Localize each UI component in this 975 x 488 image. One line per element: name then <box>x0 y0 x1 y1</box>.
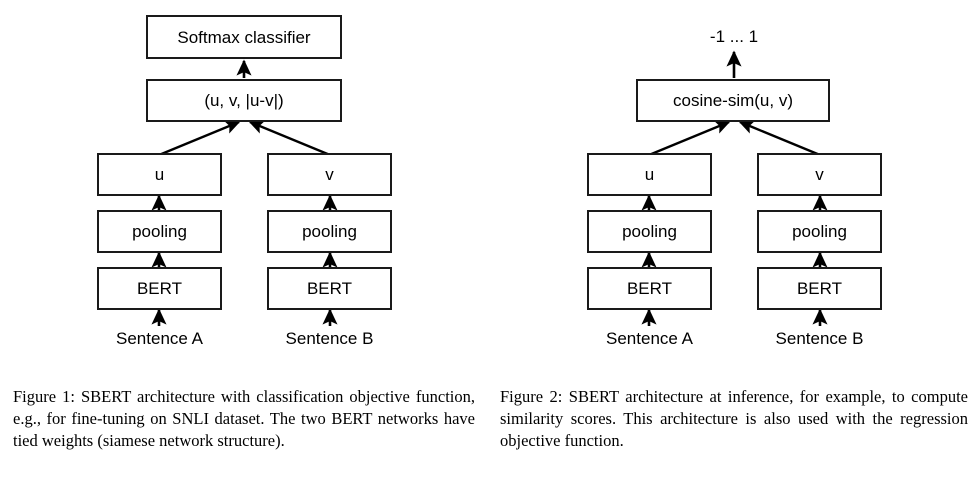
node-v-left: v <box>267 153 392 196</box>
node-u-right-label: u <box>644 165 655 184</box>
node-softmax-classifier-label: Softmax classifier <box>177 27 311 47</box>
node-bert-left: BERT <box>97 267 222 310</box>
node-pooling-left: pooling <box>97 210 222 253</box>
input-sentence-b-right: Sentence B <box>775 329 864 348</box>
node-softmax-classifier: Softmax classifier <box>146 15 342 59</box>
node-pooling-right: pooling <box>267 210 392 253</box>
figure-1-caption: Figure 1: SBERT architecture with classi… <box>13 387 475 450</box>
node-pooling-right: pooling <box>757 210 882 253</box>
node-u-left: u <box>97 153 222 196</box>
node-u-left-label: u <box>154 165 165 184</box>
node-pooling-left: pooling <box>587 210 712 253</box>
node-cosine-sim-label: cosine-sim(u, v) <box>673 91 793 110</box>
node-concatenation: (u, v, |u-v|) <box>146 79 342 122</box>
input-sentence-a-left: Sentence A <box>116 329 203 348</box>
node-bert-right-label: BERT <box>796 279 843 298</box>
input-sentence-a-right: Sentence A <box>606 329 693 348</box>
node-v-right: v <box>757 153 882 196</box>
node-pooling-left-label: pooling <box>622 222 677 241</box>
figure-1-diagram: Softmax classifier (u, v, |u-v|) u v poo… <box>0 0 490 372</box>
arrow-u-to-concat <box>158 120 241 157</box>
node-bert-left-label: BERT <box>626 279 673 298</box>
node-bert-right: BERT <box>267 267 392 310</box>
figure-2-caption: Figure 2: SBERT architecture at inferenc… <box>500 387 968 450</box>
arrow-v-to-cosine <box>738 120 821 157</box>
node-bert-right: BERT <box>757 267 882 310</box>
node-bert-left: BERT <box>587 267 712 310</box>
node-cosine-sim: cosine-sim(u, v) <box>636 79 830 122</box>
figure-2-diagram: -1 ... 1 cosine-sim(u, v) u v pooling po… <box>490 0 975 372</box>
output-range-label: -1 ... 1 <box>709 27 759 46</box>
node-pooling-left-label: pooling <box>132 222 187 241</box>
node-concatenation-label: (u, v, |u-v|) <box>204 91 284 110</box>
input-sentence-b-left: Sentence B <box>285 329 374 348</box>
node-u-right: u <box>587 153 712 196</box>
node-v-left-label: v <box>325 165 334 184</box>
node-bert-left-label: BERT <box>136 279 183 298</box>
figure-2-panel: -1 ... 1 cosine-sim(u, v) u v pooling po… <box>490 0 975 488</box>
node-bert-right-label: BERT <box>306 279 353 298</box>
node-v-right-label: v <box>815 165 824 184</box>
node-pooling-right-label: pooling <box>302 222 357 241</box>
figure-1-panel: Softmax classifier (u, v, |u-v|) u v poo… <box>0 0 490 450</box>
node-pooling-right-label: pooling <box>792 222 847 241</box>
arrow-v-to-concat <box>248 120 331 157</box>
figure-2-arrow-layer <box>641 50 828 326</box>
arrow-u-to-cosine <box>648 120 731 157</box>
